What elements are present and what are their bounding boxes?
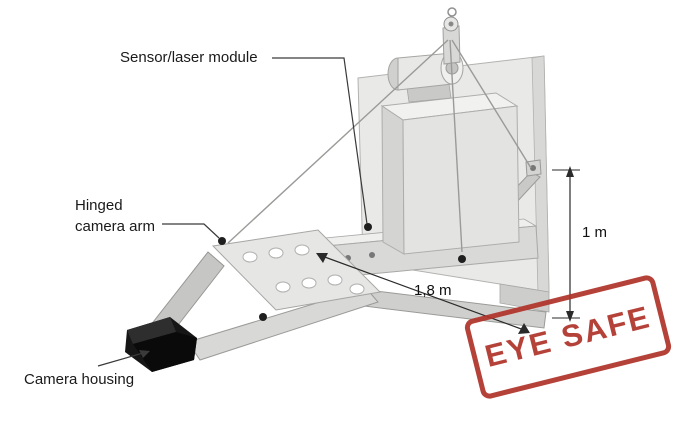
leader-sensor-module <box>272 57 368 225</box>
cables <box>227 39 532 253</box>
leader-hinged-arm <box>162 223 220 239</box>
hinge-point <box>218 237 226 245</box>
camera-housing-label: Camera housing <box>24 371 135 388</box>
hinge-point <box>259 313 267 321</box>
leader-camera-housing <box>97 352 144 367</box>
main-box <box>380 92 520 255</box>
sensor-point <box>364 223 372 231</box>
camera-housing-shape <box>125 317 197 372</box>
dimension-length-label: 1,8 m <box>414 282 452 299</box>
top-cylinder <box>387 51 464 103</box>
hinge-dots <box>218 223 466 321</box>
hinged-arm-label: Hinged camera arm <box>75 197 156 235</box>
pulley-assembly <box>442 7 461 65</box>
cable-bracket <box>525 159 542 177</box>
hinged-arm-plate <box>211 229 382 311</box>
base-foot <box>369 252 375 258</box>
leader-lines <box>97 57 368 367</box>
sensor-module-label: Sensor/laser module <box>120 49 258 66</box>
leader-arrowhead <box>139 350 150 358</box>
eye-safe-stamp-text: EYE SAFE <box>481 299 655 374</box>
hinge-point <box>458 255 466 263</box>
dimension-height-label: 1 m <box>582 224 608 241</box>
